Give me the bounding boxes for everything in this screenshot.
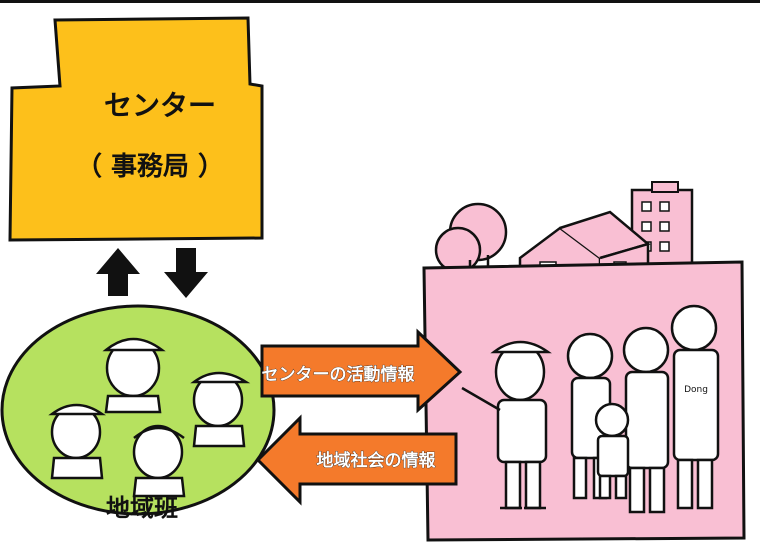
tree-icon — [434, 226, 482, 274]
info-arrow-to-group: 地域社会の情報 — [255, 414, 458, 506]
exchange-arrows — [96, 248, 208, 298]
community-area: Dong — [422, 181, 746, 542]
family-figures — [566, 304, 720, 514]
down-arrow — [164, 248, 208, 298]
top-border-line — [0, 0, 760, 3]
group-label: 地域班 — [106, 494, 178, 522]
center-building-shape — [8, 16, 264, 242]
shirt-text: Dong — [684, 385, 708, 395]
center-title: センター — [104, 89, 216, 122]
center-subtitle: （ 事務局 ） — [76, 152, 224, 182]
group-member-figures — [48, 337, 251, 498]
info-arrow-to-community: センターの活動情報 — [260, 328, 463, 414]
arrow-label-center-activity: センターの活動情報 — [262, 364, 416, 385]
guide-person-figure — [461, 340, 552, 510]
arrow-label-community-info: 地域社会の情報 — [317, 450, 437, 471]
up-arrow — [96, 248, 140, 296]
regional-group-area: 地域班 — [0, 304, 276, 522]
center-office-block: センター （ 事務局 ） — [8, 16, 264, 242]
